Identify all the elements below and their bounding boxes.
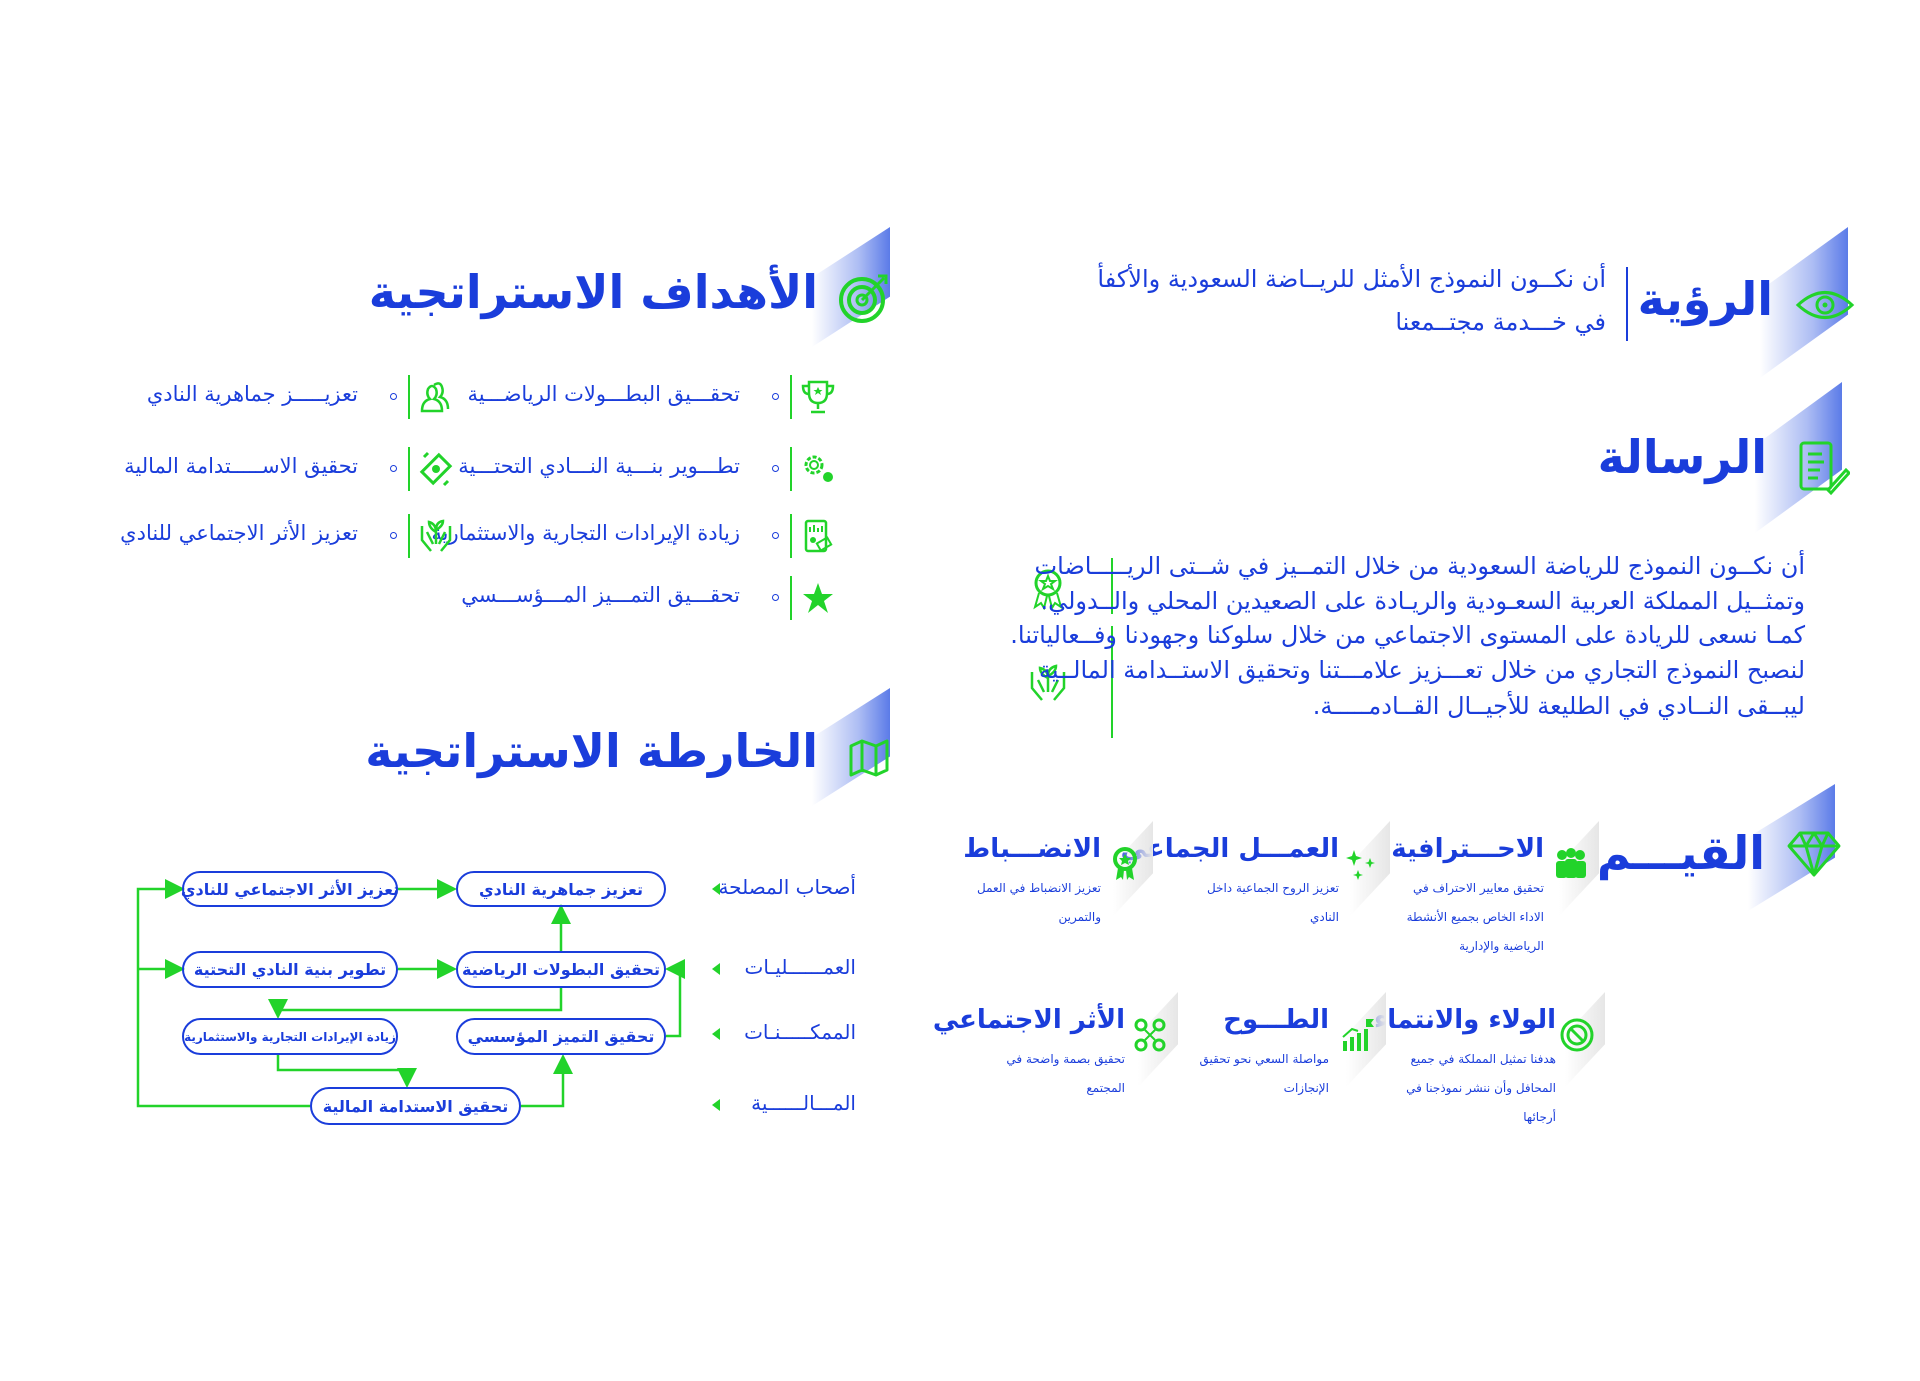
value-description: تعزيز الانضباط في العمل والتمرين (977, 881, 1101, 924)
hands-plant-icon (1030, 664, 1066, 701)
award-icon (1033, 569, 1063, 610)
map-row-label-operations: العمــــــليـات (744, 955, 856, 979)
goal-item: تحقـــيق البطـــولات الرياضـــية (467, 382, 740, 406)
map-box-championships: تحقيق البطولات الرياضية (456, 951, 666, 988)
bullet-icon (772, 594, 779, 601)
value-description: تعزيز الروح الجماعية داخل النادي (1206, 881, 1339, 924)
team-icon (1556, 848, 1586, 878)
map-icon (849, 739, 889, 777)
vision-line-2: في خـــدمة مجتــمعنا (1395, 308, 1606, 336)
map-row-label-stakeholders: أصحاب المصلحة (718, 875, 856, 899)
value-description: تحقيق معايير الاحتراف في الاداء الخاص بج… (1406, 881, 1544, 953)
goal-divider (790, 576, 792, 620)
goal-divider (408, 447, 410, 491)
map-title: الخارطة الاستراتجية (365, 724, 818, 778)
row-marker-icon (712, 1028, 720, 1040)
row-marker-icon (712, 883, 720, 895)
eye-icon (1795, 291, 1855, 319)
map-box-fans: تعزيز جماهرية النادي (456, 871, 666, 907)
values-title: القيـــم (1596, 826, 1765, 880)
diamond-icon (1787, 831, 1841, 877)
vision-line-1: أن نكــون النموذج الأمثل للريــاضة السعو… (1097, 265, 1606, 293)
medal-icon (1113, 847, 1137, 880)
bullet-icon (390, 393, 397, 400)
goal-item: تعزيز الأثر الاجتماعي للنادي (120, 521, 358, 545)
ball-icon (1560, 1018, 1594, 1052)
row-marker-icon (712, 963, 720, 975)
mission-line-3: كمـا نسعى للريادة على المستوى الاجتماعي … (1010, 621, 1805, 649)
goal-item: تطـــوير بنـــية النـــادي التحتـــية (458, 454, 740, 478)
community-icon (1134, 1018, 1166, 1052)
map-box-revenue: زيادة الإيرادات التجارية والاستثمارية (182, 1018, 398, 1055)
mission-divider-1 (1111, 558, 1113, 614)
value-description: مواصلة السعي نحو تحقيق الإنجازات (1199, 1052, 1329, 1095)
connector-sustain-to-excel (521, 1054, 573, 1108)
connector-revenue-to-sustain (276, 1055, 417, 1088)
gears-icon (804, 455, 833, 482)
revenue-icon (804, 519, 833, 553)
star-icon (803, 583, 833, 613)
vision-divider (1626, 267, 1628, 341)
goals-title: الأهداف الاستراتجية (368, 265, 818, 319)
bullet-icon (772, 465, 779, 472)
mission-line-5: ليبــقى النــادي في الطليعة للأجيــال ال… (1312, 692, 1805, 720)
value-title: العمـــل الجماعي (1120, 834, 1339, 864)
value-title: الاحـــترافية (1391, 834, 1544, 864)
growth-flag-icon (1342, 1019, 1374, 1051)
goal-divider (790, 514, 792, 558)
value-description: هدفنا تمثيل المملكة في جميع المحافل وأن … (1406, 1052, 1556, 1124)
bullet-icon (390, 532, 397, 539)
connector-champ-to-revenue (268, 988, 563, 1019)
map-box-sustainability: تحقيق الاستدامة المالية (310, 1087, 521, 1125)
mission-line-1: أن نكــون النموذج للرياضة السعودية من خل… (1034, 552, 1805, 580)
goal-divider (790, 375, 792, 419)
mission-divider-2 (1111, 626, 1113, 738)
mission-line-2: وتمثــيل المملكة العربية السعـودية والري… (1040, 587, 1805, 615)
bullet-icon (772, 393, 779, 400)
map-box-social: تعزيز الأثر الاجتماعي للنادي (181, 871, 399, 907)
value-title: الولاء والانتماء (1374, 1005, 1556, 1035)
fans-icon (420, 382, 450, 413)
hands-plant-icon (420, 519, 452, 552)
map-row-label-financial: المـــالــــــية (751, 1091, 856, 1115)
goal-item: تحقـــيق التمـــيز المـــؤســـسي (461, 583, 740, 607)
mission-line-4: لنصبح النموذج التجاري من خلال تعـــزيز ع… (1038, 656, 1805, 684)
goal-divider (408, 375, 410, 419)
value-description: تحقيق بصمة واضحة في المجتمع (1006, 1052, 1125, 1095)
connector-excel-to-champ (665, 959, 685, 1038)
bullet-icon (772, 532, 779, 539)
map-box-infrastructure: تطوير بنية النادي التحتية (182, 951, 398, 988)
money-cycle-icon (419, 451, 453, 487)
target-icon (839, 274, 888, 323)
goal-item: تعزيـــــز جماهرية النادي (146, 382, 358, 406)
goal-item: زيادة الإيرادات التجارية والاستثمارية (431, 521, 740, 545)
goal-item: تحقيق الاســـــتدامة المالية (124, 454, 358, 478)
document-pen-icon (1799, 441, 1850, 496)
value-title: الطـــوح (1223, 1005, 1329, 1035)
goal-divider (790, 447, 792, 491)
connector-sustain-to-left (136, 879, 310, 1108)
bullet-icon (390, 465, 397, 472)
sparkles-icon (1346, 850, 1375, 880)
map-row-label-enablers: الممكـــــنـات (744, 1020, 856, 1044)
value-title: الانضـــباط (963, 834, 1101, 864)
trophy-icon (801, 380, 835, 414)
vision-title: الرؤية (1637, 272, 1773, 326)
map-box-excellence: تحقيق التميز المؤسسي (456, 1018, 666, 1055)
mission-title: الرسالة (1597, 430, 1767, 484)
value-title: الأثر الاجتماعي (932, 1005, 1125, 1035)
row-marker-icon (712, 1099, 720, 1111)
goal-divider (408, 514, 410, 558)
